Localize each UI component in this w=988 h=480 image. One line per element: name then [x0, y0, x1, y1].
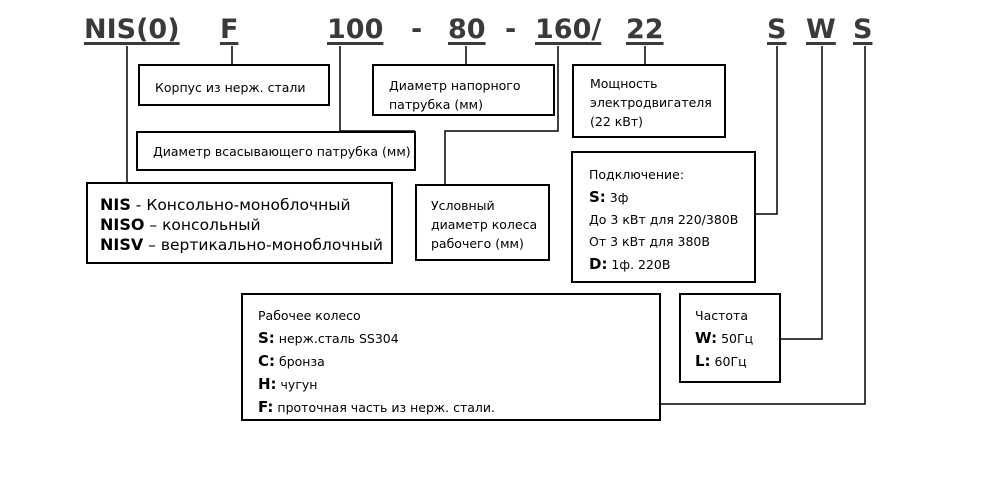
frequency-key-w: W:: [695, 329, 718, 347]
connection-line-2: До 3 кВт для 220/380В: [589, 212, 739, 227]
series-row-nisv: NISV – вертикально-моноблочный: [100, 235, 391, 255]
code-dash-2: -: [505, 14, 517, 45]
housing-label: Корпус из нерж. стали: [155, 80, 306, 95]
wheel-text-h: чугун: [276, 377, 318, 392]
code-material: F: [220, 14, 239, 45]
code-series: NIS(0): [84, 14, 180, 45]
connection-title: Подключение:: [589, 167, 685, 182]
wheel-title: Рабочее колесо: [258, 308, 361, 323]
connection-text-d: 1ф. 220В: [607, 257, 671, 272]
impeller-diameter-label: Условный диаметр колеса рабочего (мм): [431, 198, 538, 251]
wheel-text-s: нерж.сталь SS304: [274, 331, 399, 346]
wheel-box: Рабочее колесо S: нерж.сталь SS304 C: бр…: [241, 293, 661, 421]
impeller-diameter-box: Условный диаметр колеса рабочего (мм): [415, 184, 550, 261]
connection-key-s: S:: [589, 188, 606, 206]
code-frequency: W: [806, 14, 836, 45]
motor-power-box: Мощность электродвигателя (22 кВт): [572, 64, 726, 138]
wheel-text-c: бронза: [275, 354, 325, 369]
wheel-key-s: S:: [258, 329, 275, 347]
series-key-nis: NIS: [100, 195, 131, 214]
code-dash-1: -: [411, 14, 423, 45]
discharge-diameter-label: Диаметр напорного патрубка (мм): [389, 78, 521, 112]
code-power: 22: [626, 14, 664, 45]
frequency-row-w: W: 50Гц: [695, 327, 779, 350]
series-row-nis: NIS - Консольно-моноблочный: [100, 195, 391, 215]
connection-box: Подключение: S: 3ф До 3 кВт для 220/380В…: [571, 151, 756, 283]
series-row-niso: NISO – консольный: [100, 215, 391, 235]
frequency-key-l: L:: [695, 352, 711, 370]
connector-wheel: [660, 46, 866, 405]
connection-line-3: От 3 кВт для 380В: [589, 234, 710, 249]
wheel-row-c: C: бронза: [258, 350, 659, 373]
series-text-niso: – консольный: [144, 216, 261, 234]
connector-impeller: [444, 46, 559, 184]
wheel-key-h: H:: [258, 375, 277, 393]
connection-row-s: S: 3ф: [589, 186, 754, 209]
code-connection: S: [767, 14, 787, 45]
wheel-row-h: H: чугун: [258, 373, 659, 396]
wheel-key-c: C:: [258, 352, 276, 370]
connector-frequency: [780, 46, 823, 340]
series-key-niso: NISO: [100, 215, 145, 234]
series-key-nisv: NISV: [100, 235, 144, 254]
connection-key-d: D:: [589, 255, 608, 273]
connection-text-s: 3ф: [605, 190, 629, 205]
series-text-nisv: – вертикально-моноблочный: [143, 236, 383, 254]
code-impeller: 160/: [535, 14, 602, 45]
wheel-row-s: S: нерж.сталь SS304: [258, 327, 659, 350]
code-wheel: S: [853, 14, 873, 45]
frequency-row-l: L: 60Гц: [695, 350, 779, 373]
wheel-row-f: F: проточная часть из нерж. стали.: [258, 396, 659, 419]
wheel-text-f: проточная часть из нерж. стали.: [273, 400, 495, 415]
wheel-key-f: F:: [258, 398, 274, 416]
code-suction: 100: [327, 14, 384, 45]
frequency-title: Частота: [695, 308, 748, 323]
connection-row-d: D: 1ф. 220В: [589, 253, 754, 276]
housing-box: Корпус из нерж. стали: [138, 64, 330, 106]
frequency-box: Частота W: 50Гц L: 60Гц: [679, 293, 781, 383]
discharge-diameter-box: Диаметр напорного патрубка (мм): [372, 64, 555, 116]
series-box: NIS - Консольно-моноблочный NISO – консо…: [86, 182, 393, 264]
motor-power-label: Мощность электродвигателя (22 кВт): [590, 76, 712, 129]
connector-connection: [755, 46, 778, 215]
frequency-text-l: 60Гц: [710, 354, 747, 369]
code-discharge: 80: [448, 14, 486, 45]
suction-diameter-box: Диаметр всасывающего патрубка (мм): [136, 131, 416, 171]
suction-diameter-label: Диаметр всасывающего патрубка (мм): [153, 144, 411, 159]
frequency-text-w: 50Гц: [717, 331, 754, 346]
series-text-nis: - Консольно-моноблочный: [130, 196, 351, 214]
